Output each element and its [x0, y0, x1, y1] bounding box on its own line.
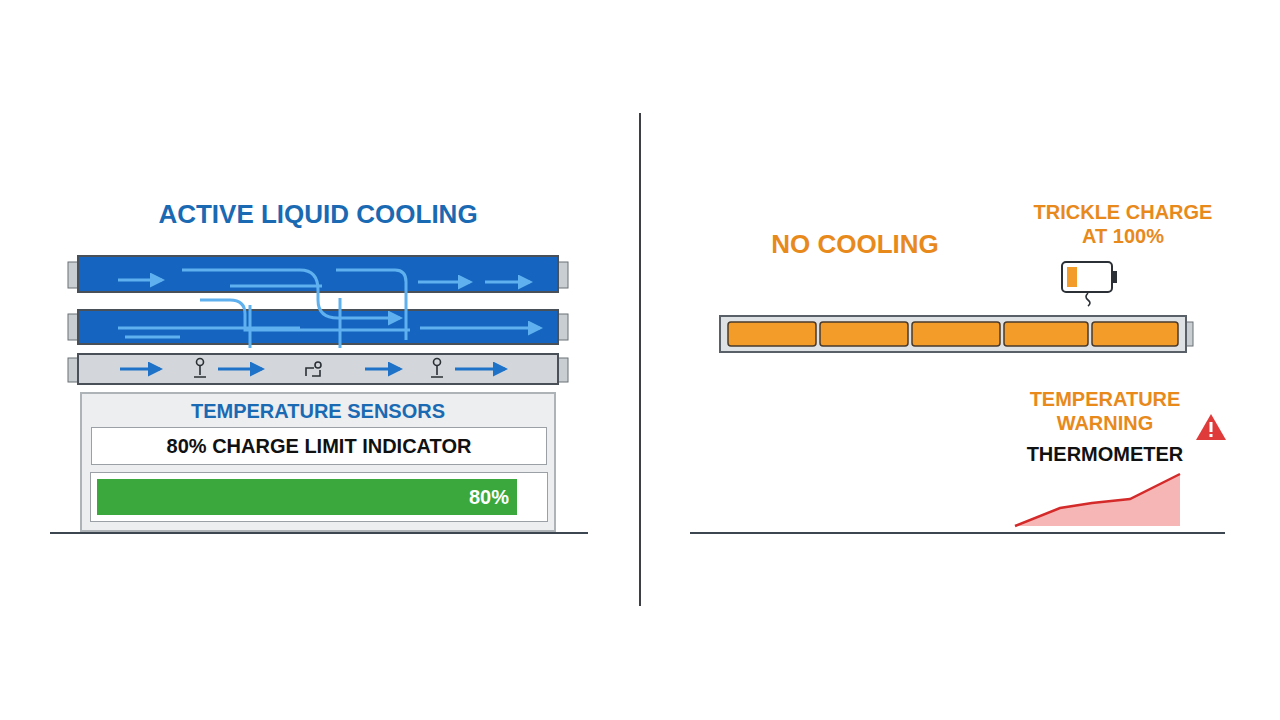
indicator-box: 80% CHARGE LIMIT INDICATOR: [91, 427, 547, 465]
node-text: 80%: [469, 485, 509, 509]
ground-line: [690, 532, 1225, 534]
sensor-icon: [194, 359, 443, 378]
callout-label: THERMOMETER: [1005, 442, 1205, 466]
section-heading: ACTIVE LIQUID COOLING: [88, 199, 548, 230]
node-text: 80% CHARGE LIMIT INDICATOR: [167, 434, 472, 458]
section-heading: NO COOLING: [705, 229, 1005, 260]
ground-line: [50, 532, 588, 534]
sensor-panel: TEMPERATURE SENSORS 80% CHARGE LIMIT INDI…: [80, 392, 556, 532]
charge-bar: 80%: [91, 473, 547, 521]
uncooled-battery-bar: [720, 316, 1193, 352]
battery-icon: [1062, 262, 1117, 306]
divider-line: [639, 113, 641, 606]
callout-label: TEMPERATURE WARNING: [1010, 387, 1200, 435]
temperature-chart: [1015, 474, 1180, 526]
cooling-plates: [68, 256, 568, 384]
warning-triangle: [1196, 414, 1226, 440]
node-text: TEMPERATURE SENSORS: [191, 399, 445, 423]
callout-label: TRICKLE CHARGE AT 100%: [1023, 200, 1223, 248]
